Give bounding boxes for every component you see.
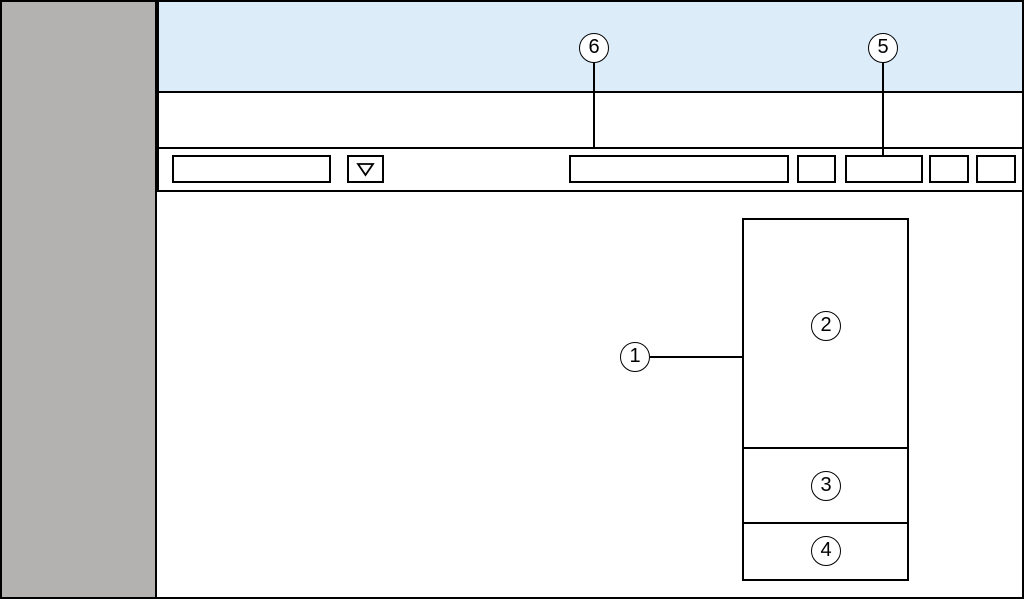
callout-1: 1 (620, 342, 650, 372)
popup-panel (742, 218, 909, 581)
leader-line-5 (882, 63, 884, 157)
leader-line-6 (593, 63, 595, 149)
sidebar (0, 0, 157, 599)
toolbar (157, 147, 1024, 192)
toolbar-button-wide[interactable] (845, 155, 923, 183)
text-field[interactable] (172, 155, 331, 183)
callout-5: 5 (868, 33, 898, 63)
triangle-down-icon (356, 163, 375, 177)
callout-4: 4 (811, 536, 841, 566)
search-field[interactable] (569, 155, 789, 183)
sub-header-bar (157, 91, 1024, 149)
panel-divider-2 (742, 522, 909, 524)
panel-divider-1 (742, 447, 909, 449)
toolbar-button-small-2[interactable] (929, 155, 969, 183)
callout-6: 6 (579, 33, 609, 63)
callout-2: 2 (811, 311, 841, 341)
toolbar-button-small-1[interactable] (797, 155, 836, 183)
leader-line-1 (650, 356, 743, 358)
toolbar-button-small-3[interactable] (976, 155, 1016, 183)
callout-3: 3 (811, 471, 841, 501)
dropdown-button[interactable] (347, 155, 384, 183)
